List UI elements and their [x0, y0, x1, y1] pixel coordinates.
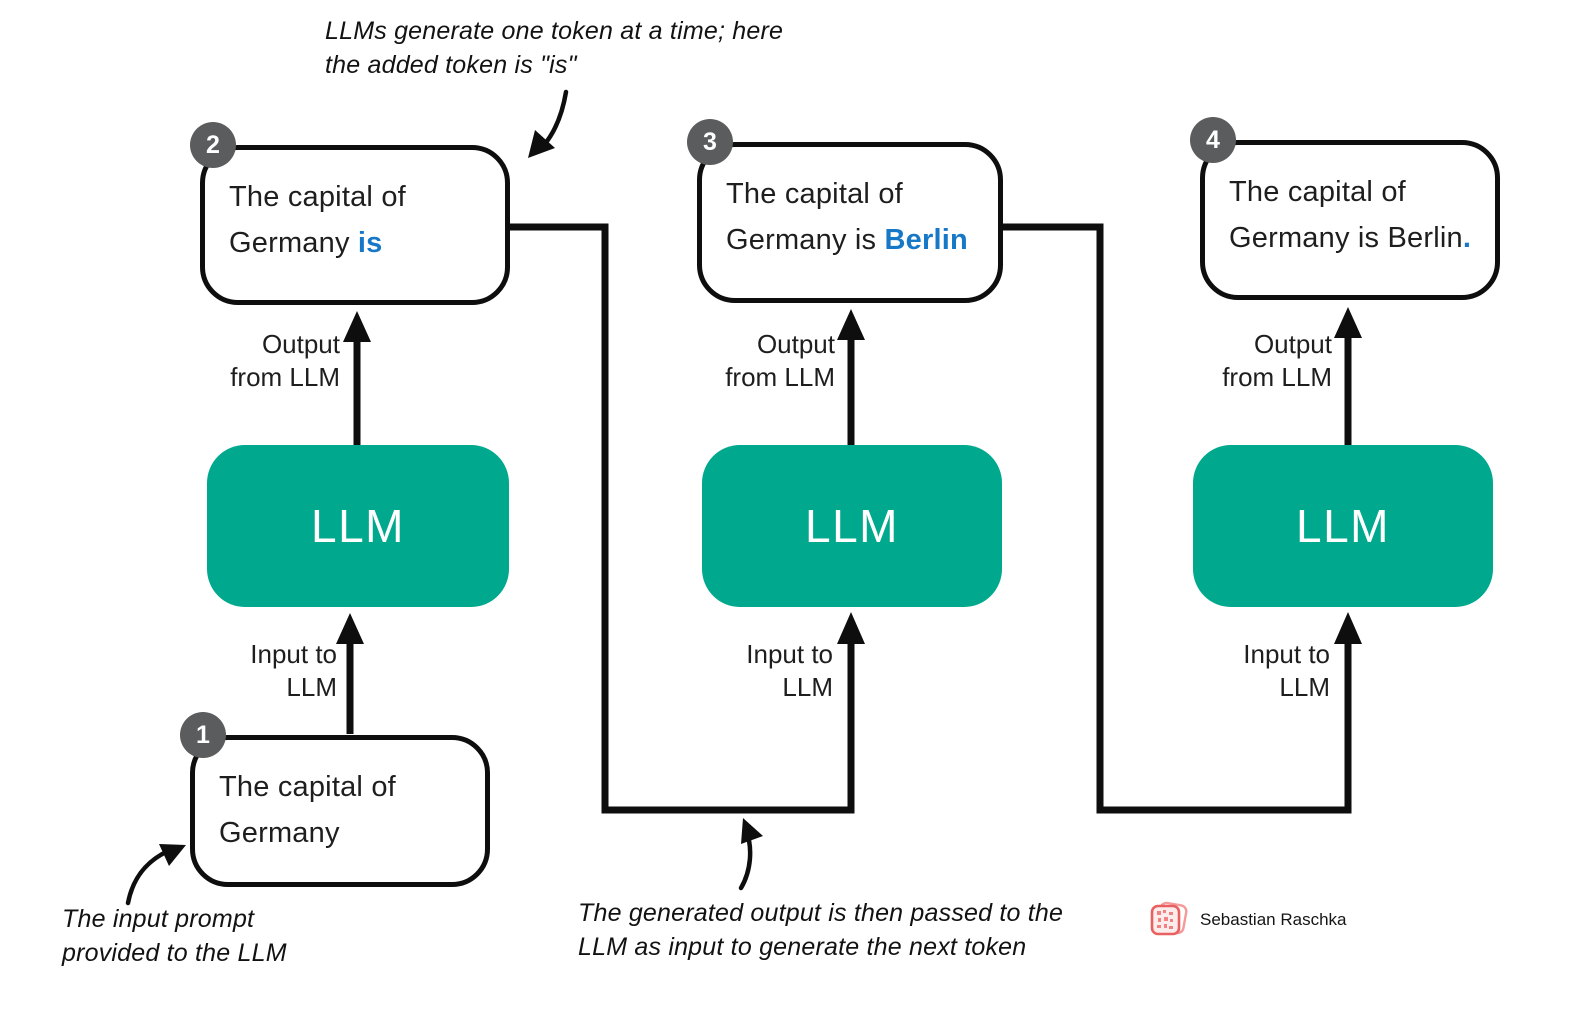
- connector-step2-to-llm2: [508, 223, 865, 814]
- llm-box-1: LLM: [207, 445, 509, 607]
- output-label-line2: from LLM: [230, 362, 340, 392]
- generated-token: Berlin: [884, 224, 968, 256]
- output-from-llm-label-1: Output from LLM: [195, 328, 340, 394]
- llm-label: LLM: [805, 500, 899, 552]
- connector-step3-to-llm3: [1001, 223, 1362, 814]
- input-to-llm-label-3: Input to LLM: [1185, 638, 1330, 704]
- annotation-arrow-bottom-middle: [738, 818, 763, 891]
- generated-token: .: [1462, 222, 1472, 254]
- generated-token: is: [357, 227, 383, 259]
- prompt-text: The capital of Germany is: [726, 178, 903, 256]
- output-label-line2: from LLM: [1222, 362, 1332, 392]
- input-label-line2: LLM: [1279, 672, 1330, 702]
- annotation-bottom-middle: The generated output is then passed to t…: [578, 896, 1063, 964]
- prompt-text: The capital of Germany: [229, 181, 406, 259]
- output-arrow-2: [837, 309, 865, 447]
- input-prompt-text: The capital of Germany: [219, 771, 396, 849]
- llm-label: LLM: [1296, 500, 1390, 552]
- author-credit: Sebastian Raschka: [1148, 900, 1346, 940]
- prompt-text: The capital of Germany is Berlin: [1229, 176, 1463, 254]
- input-label-line1: Input to: [1243, 639, 1330, 669]
- llm-box-3: LLM: [1193, 445, 1493, 607]
- llm-box-2: LLM: [702, 445, 1002, 607]
- annotation-bottom-left: The input prompt provided to the LLM: [62, 902, 287, 970]
- output-box-step2-text: The capital of Germany is: [205, 150, 505, 266]
- input-label-line2: LLM: [286, 672, 337, 702]
- output-label-line2: from LLM: [725, 362, 835, 392]
- output-label-line1: Output: [1253, 329, 1332, 359]
- output-box-step2: 2 The capital of Germany is: [190, 122, 510, 305]
- output-from-llm-label-2: Output from LLM: [690, 328, 835, 394]
- output-box-step4-text: The capital of Germany is Berlin.: [1205, 145, 1495, 261]
- step-badge-3: 3: [687, 119, 733, 165]
- annotation-top: LLMs generate one token at a time; here …: [325, 14, 783, 82]
- input-to-llm-label-1: Input to LLM: [192, 638, 337, 704]
- output-box-step4: 4 The capital of Germany is Berlin.: [1190, 117, 1500, 300]
- annotation-arrow-bottom-left: [125, 844, 186, 906]
- output-arrow-1: [343, 311, 371, 449]
- output-box-step3: 3 The capital of Germany is Berlin: [687, 119, 1003, 303]
- author-name: Sebastian Raschka: [1200, 910, 1347, 929]
- input-to-llm-label-2: Input to LLM: [688, 638, 833, 704]
- step-badge-1: 1: [180, 712, 226, 758]
- annotation-bottom-middle-line2: LLM as input to generate the next token: [578, 933, 1027, 961]
- input-arrow-1: [336, 613, 364, 734]
- output-from-llm-label-3: Output from LLM: [1187, 328, 1332, 394]
- stamp-icon: [1150, 901, 1188, 936]
- annotation-arrow-top: [528, 89, 569, 158]
- annotation-bottom-left-line2: provided to the LLM: [62, 939, 287, 967]
- output-box-step3-text: The capital of Germany is Berlin: [702, 147, 998, 263]
- annotation-top-line2: the added token is "is": [325, 51, 577, 79]
- input-label-line1: Input to: [250, 639, 337, 669]
- output-label-line1: Output: [756, 329, 835, 359]
- step-badge-4: 4: [1190, 117, 1236, 163]
- output-label-line1: Output: [261, 329, 340, 359]
- input-label-line2: LLM: [782, 672, 833, 702]
- annotation-bottom-middle-line1: The generated output is then passed to t…: [578, 899, 1064, 927]
- annotation-top-line1: LLMs generate one token at a time; here: [325, 17, 784, 45]
- input-prompt-box-step1: 1 The capital of Germany: [180, 712, 490, 887]
- input-label-line1: Input to: [746, 639, 833, 669]
- step-badge-2: 2: [190, 122, 236, 168]
- annotation-bottom-left-line1: The input prompt: [62, 905, 255, 933]
- output-arrow-3: [1334, 307, 1362, 445]
- llm-label: LLM: [311, 500, 405, 552]
